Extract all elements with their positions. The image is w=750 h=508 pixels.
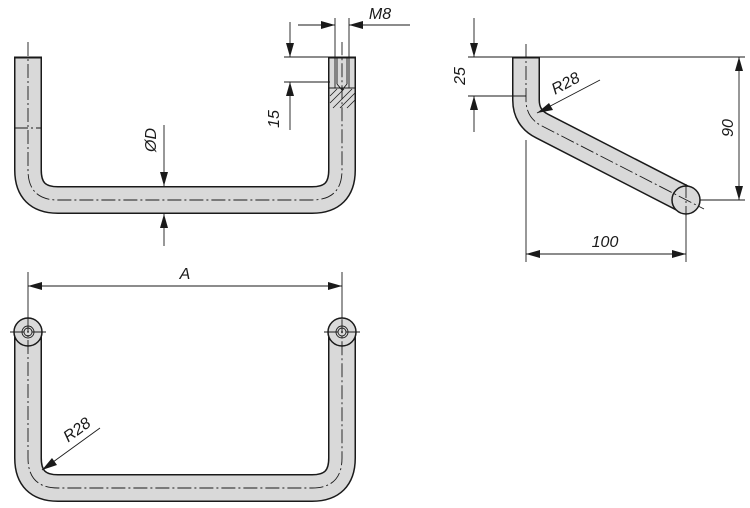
top-view-centerline (27, 318, 343, 489)
projection-label: 100 (592, 234, 619, 251)
thread-section (329, 57, 356, 109)
side-view (512, 44, 705, 216)
front-view-centerline (27, 42, 343, 201)
height-label: 90 (720, 119, 737, 137)
thread-depth-label: 15 (266, 110, 283, 128)
front-view (14, 42, 356, 214)
side-view-tube-body (513, 58, 692, 212)
top-view (10, 317, 360, 502)
side-view-centerline (525, 44, 705, 210)
thread-size-label: M8 (369, 6, 391, 23)
top-view-tube-body (15, 332, 355, 501)
dimension-a (27, 272, 343, 318)
dimension-90 (540, 56, 745, 201)
dimension-diameter (160, 125, 168, 246)
height-offset-label: 25 (452, 67, 469, 86)
dimension-15 (284, 22, 330, 130)
dimension-m8 (298, 18, 410, 57)
dimension-100 (525, 140, 687, 262)
dimension-25 (468, 18, 526, 132)
front-view-tube-body (15, 58, 355, 213)
top-bend-radius-label: R28 (60, 415, 94, 446)
dimension-r28-side (536, 79, 601, 114)
front-view-tube-outline (14, 57, 356, 214)
dimension-r28-top (41, 427, 101, 471)
width-label: A (179, 266, 191, 283)
diameter-label: ØD (143, 128, 160, 153)
side-bend-radius-label: R28 (549, 70, 583, 99)
top-view-tube-outline (14, 332, 356, 502)
